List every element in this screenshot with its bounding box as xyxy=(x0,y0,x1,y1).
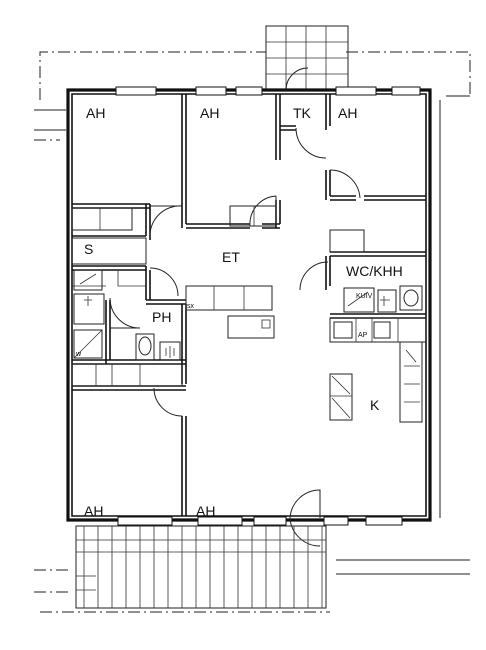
room-label-ah-bottom-left: AH xyxy=(84,503,103,519)
fixtures xyxy=(71,205,427,423)
w-label: w xyxy=(75,351,82,358)
fixture-labels: KUIV AP sx w xyxy=(75,293,373,358)
sx-label: sx xyxy=(187,303,195,310)
room-label-et: ET xyxy=(222,249,240,265)
bottom-windows xyxy=(117,516,403,526)
room-label-tk: TK xyxy=(293,105,312,121)
room-label-ah-top-left: AH xyxy=(86,105,105,121)
top-windows xyxy=(115,86,421,96)
room-label-ah-bottom-mid: AH xyxy=(196,503,215,519)
site-boundary-lines xyxy=(34,51,471,613)
kuiv-label: KUIV xyxy=(356,293,373,300)
room-label-ah-top-mid: AH xyxy=(200,105,219,121)
room-labels: AH AH TK AH ET S WC/KHH PH K AH AH xyxy=(84,105,403,519)
room-label-ph: PH xyxy=(152,309,171,325)
doors xyxy=(109,127,361,547)
room-label-s: S xyxy=(84,241,93,257)
top-balcony xyxy=(265,25,349,91)
room-label-wc-khh: WC/KHH xyxy=(346,263,403,279)
ap-label: AP xyxy=(358,332,368,339)
exterior-walls xyxy=(66,88,432,522)
interior-walls xyxy=(72,94,426,516)
room-label-k: K xyxy=(370,397,380,413)
room-label-ah-top-right: AH xyxy=(338,105,357,121)
bottom-balcony xyxy=(75,525,327,609)
